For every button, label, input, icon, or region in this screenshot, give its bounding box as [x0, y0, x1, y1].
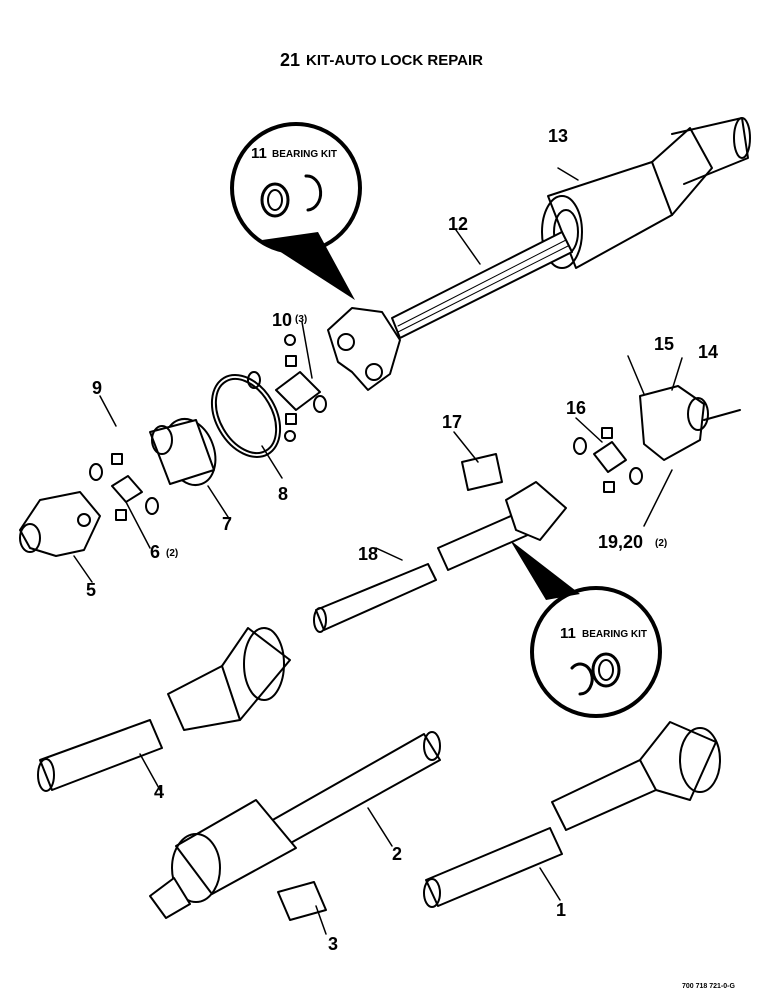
label-19-20-qty: (2)	[655, 538, 667, 549]
part-6-cross	[89, 453, 159, 521]
drawing-code: 700 718 721-0-G	[682, 983, 735, 990]
callout-bottom-number: 11	[560, 625, 576, 642]
leader-lines	[73, 167, 683, 935]
label-5: 5	[86, 580, 96, 600]
part-8-ring	[210, 374, 282, 458]
label-12: 12	[448, 214, 468, 234]
label-19-20: 19,20	[598, 532, 643, 552]
label-6-qty: (2)	[166, 548, 178, 559]
part-4-tube	[37, 627, 291, 792]
diagram-title: 21 KIT-AUTO LOCK REPAIR	[280, 50, 483, 70]
label-10-qty: (3)	[295, 314, 307, 325]
part-labels: 13 12 10 (3) 9 8 7 6 (2) 5 15 14 16 17 1…	[86, 126, 718, 954]
label-8: 8	[278, 484, 288, 504]
part-5-end-yoke	[19, 491, 101, 557]
label-13: 13	[548, 126, 568, 146]
label-15: 15	[654, 334, 674, 354]
part-13-shield	[541, 117, 751, 269]
label-18: 18	[358, 544, 378, 564]
callout-bottom-text: BEARING KIT	[582, 629, 647, 640]
part-1-tube	[423, 721, 721, 908]
label-2: 2	[392, 844, 402, 864]
title-number: 21	[280, 50, 300, 70]
title-text: KIT-AUTO LOCK REPAIR	[306, 52, 483, 69]
part-12-shaft-yoke	[327, 231, 573, 391]
bearing-kit-callout-bottom: 11 BEARING KIT	[510, 540, 662, 718]
label-17: 17	[442, 412, 462, 432]
callout-top-text: BEARING KIT	[272, 149, 337, 160]
part-2-assembly	[149, 731, 441, 919]
part-3-shell	[277, 881, 327, 921]
bearing-kit-callout-top: 11 BEARING KIT	[230, 122, 362, 300]
label-4: 4	[154, 782, 164, 802]
label-7: 7	[222, 514, 232, 534]
label-6: 6	[150, 542, 160, 562]
callout-top-number: 11	[251, 145, 267, 162]
part-7-housing	[149, 418, 217, 486]
part-14-yoke	[639, 385, 741, 461]
part-18-inner-tube	[313, 481, 567, 633]
part-10-cross	[247, 334, 327, 442]
label-14: 14	[698, 342, 718, 362]
part-16-cross	[573, 427, 643, 493]
label-10: 10	[272, 310, 292, 330]
label-3: 3	[328, 934, 338, 954]
part-17-shell	[461, 453, 503, 491]
label-16: 16	[566, 398, 586, 418]
label-1: 1	[556, 900, 566, 920]
label-9: 9	[92, 378, 102, 398]
